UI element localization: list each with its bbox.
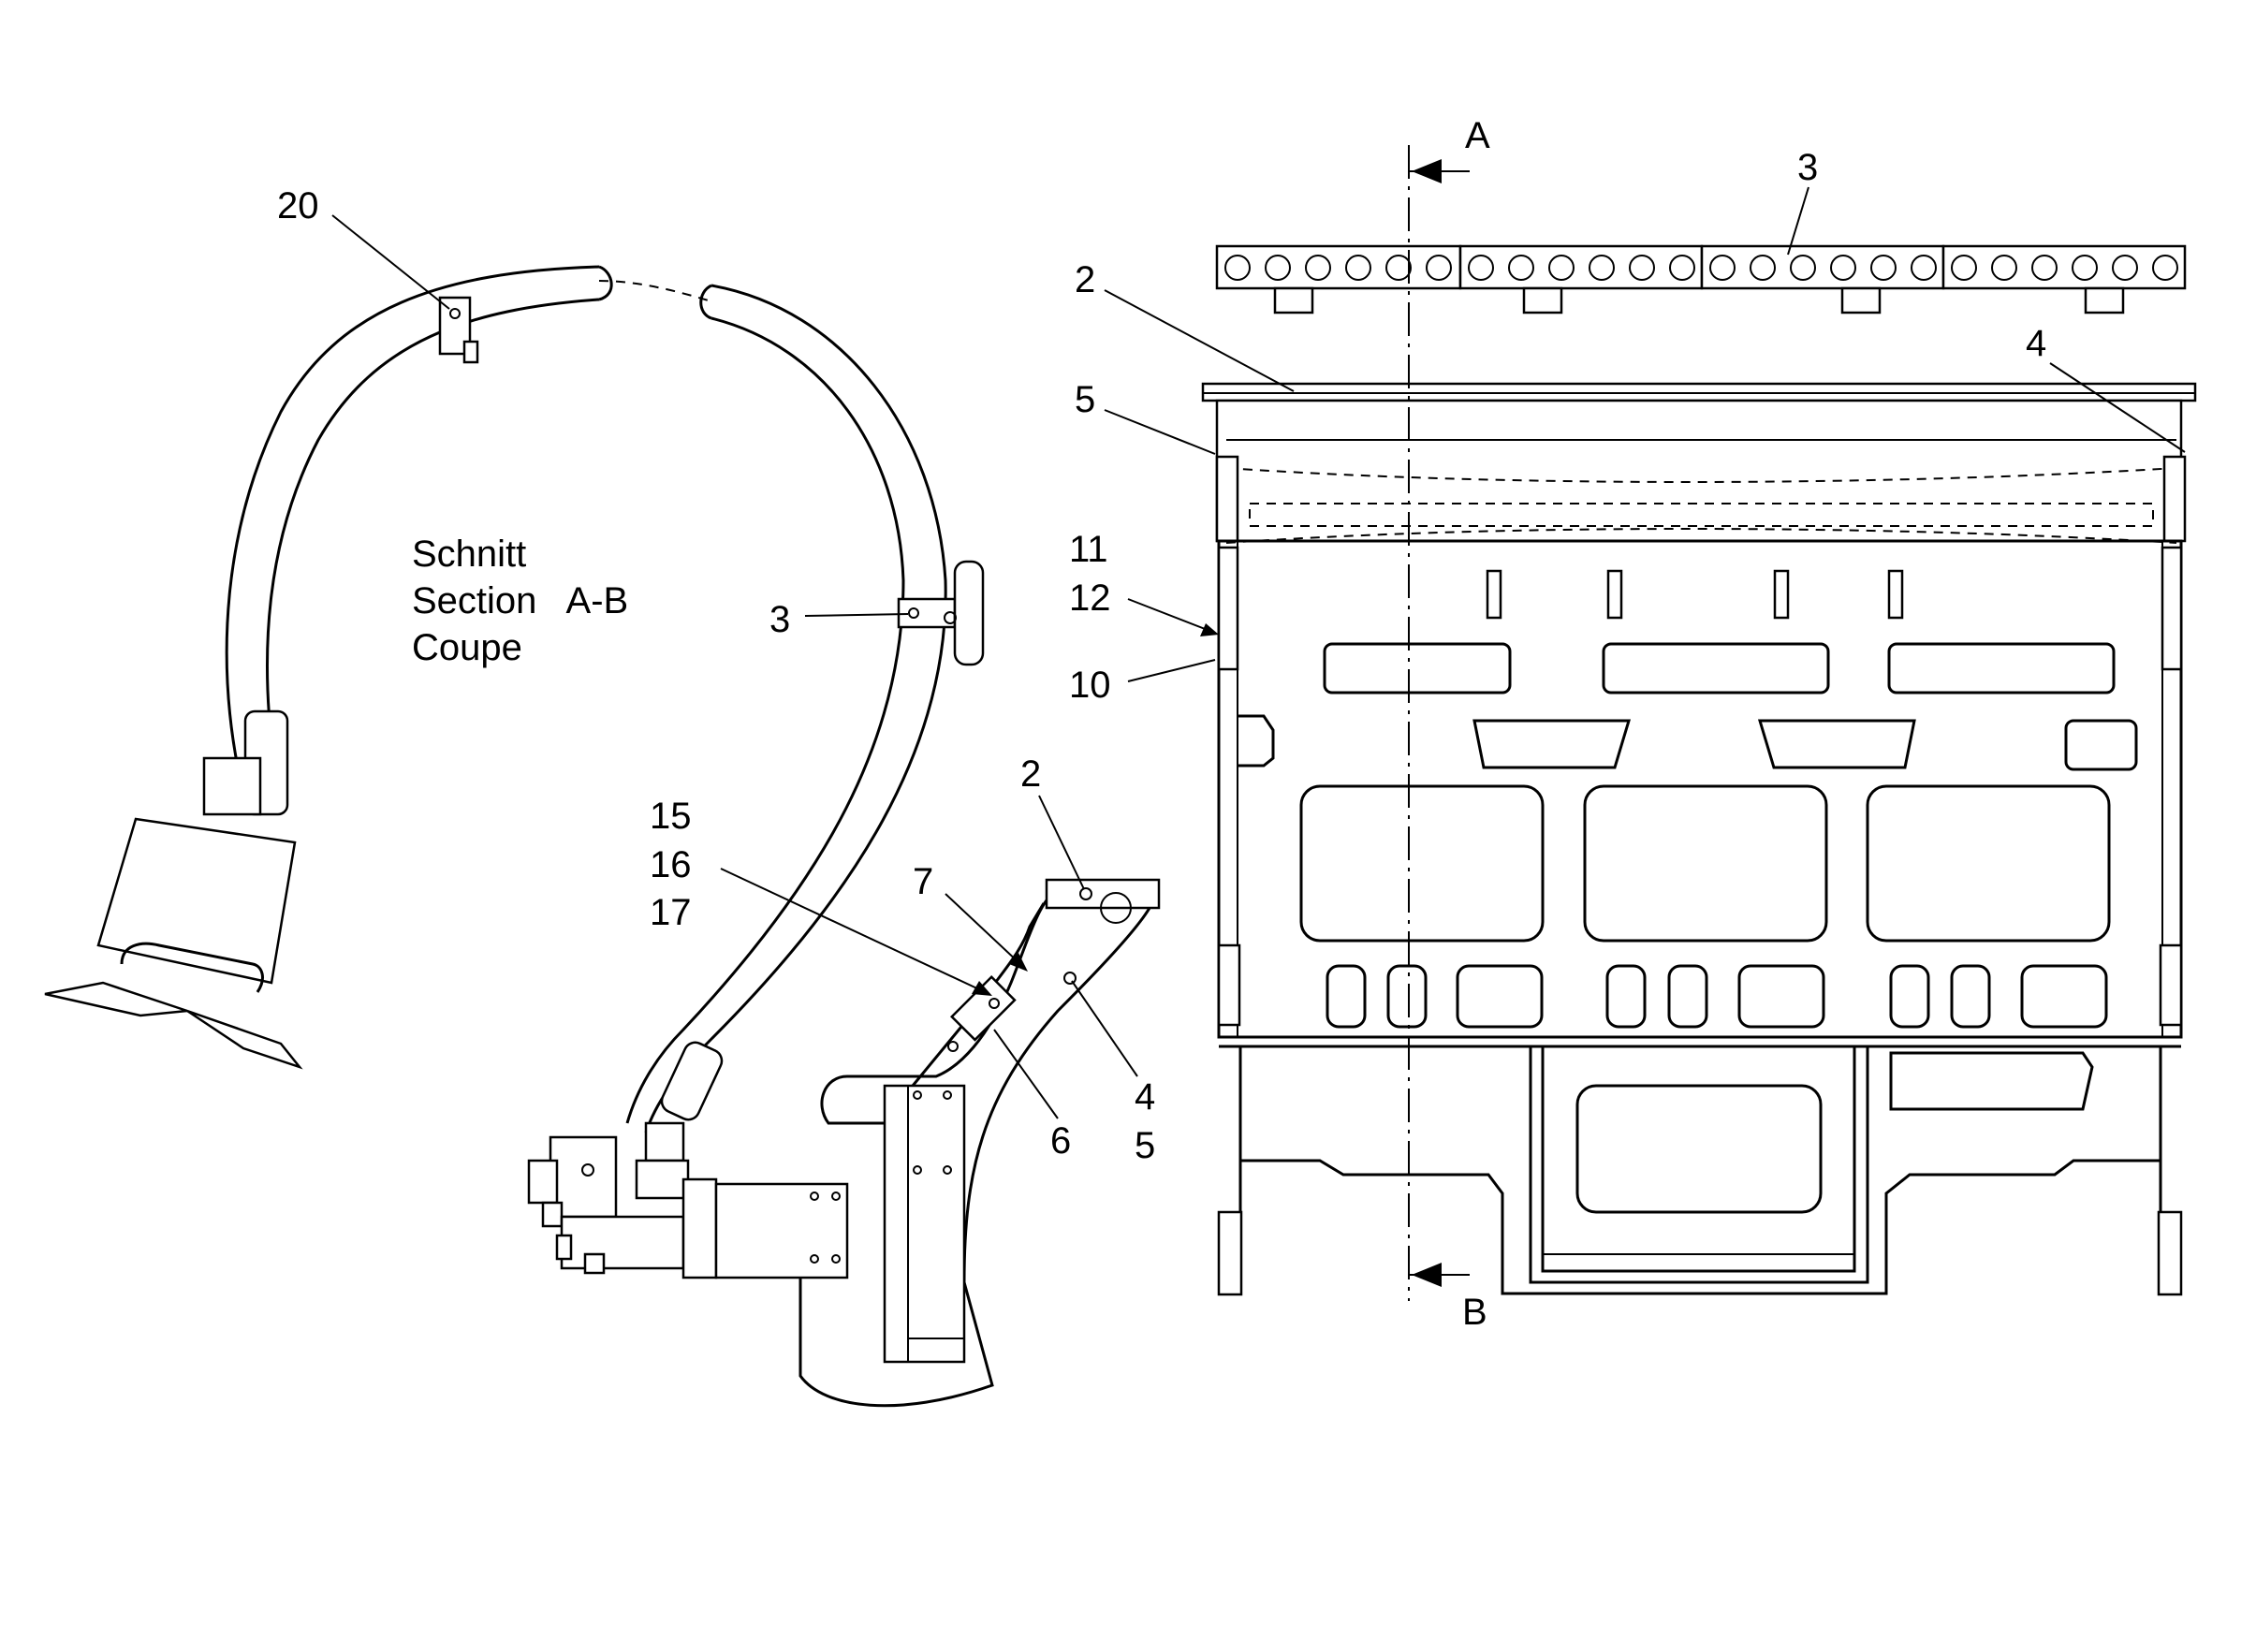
- nozzle: [1468, 255, 1494, 281]
- nozzle: [1345, 255, 1371, 281]
- section-mark-b: B: [1462, 1292, 1487, 1333]
- hose-lower-connector: [635, 1041, 724, 1200]
- callout-5-right: 5: [1075, 379, 1095, 420]
- callout-6: 6: [1050, 1120, 1071, 1162]
- nozzle: [1991, 255, 2017, 281]
- hose-clamp-3: [897, 560, 985, 666]
- nozzle: [1669, 255, 1695, 281]
- support-frame: [798, 878, 1161, 1408]
- callout-3-left: 3: [769, 599, 790, 640]
- section-caption-coupe: Coupe: [412, 627, 522, 668]
- callout-7: 7: [913, 861, 933, 902]
- front-view: A B 3 2 4 5 11 12 10: [1069, 115, 2197, 1333]
- nozzle: [1830, 255, 1856, 281]
- nozzle: [1305, 255, 1331, 281]
- callout-2-left: 2: [1020, 753, 1041, 795]
- callout-16: 16: [650, 844, 692, 885]
- nozzle: [2031, 255, 2058, 281]
- callout-4-left: 4: [1135, 1076, 1155, 1118]
- callout-17: 17: [650, 892, 692, 933]
- nozzle: [2112, 255, 2138, 281]
- nozzle: [1911, 255, 1937, 281]
- callout-12: 12: [1069, 577, 1111, 619]
- nozzle: [1548, 255, 1575, 281]
- section-caption-schnitt: Schnitt: [412, 534, 526, 575]
- nozzle: [2152, 255, 2178, 281]
- callout-5-left: 5: [1135, 1125, 1155, 1166]
- nozzle: [1709, 255, 1736, 281]
- nozzle-bar: [1215, 244, 2187, 314]
- nozzle: [1951, 255, 1977, 281]
- nozzle: [1750, 255, 1776, 281]
- callout-11: 11: [1069, 529, 1108, 570]
- nozzle-assembly: [44, 709, 303, 1070]
- nozzle: [1508, 255, 1534, 281]
- section-view: Schnitt Section A-B Coupe 20 3 15 16 17 …: [44, 185, 1161, 1408]
- main-frame: [1217, 539, 2183, 1296]
- callout-20: 20: [277, 185, 319, 227]
- nozzle: [1224, 255, 1251, 281]
- section-caption-section: Section A-B: [412, 580, 628, 621]
- callout-3-right: 3: [1797, 147, 1818, 188]
- nozzle: [1870, 255, 1897, 281]
- callout-4-right: 4: [2026, 323, 2046, 364]
- nozzle: [1589, 255, 1615, 281]
- callout-15: 15: [650, 796, 692, 837]
- hose-clamp-20: [438, 296, 479, 364]
- nozzle: [2072, 255, 2098, 281]
- section-mark-a: A: [1465, 115, 1490, 156]
- callout-2-right: 2: [1075, 259, 1095, 300]
- nozzle: [1629, 255, 1655, 281]
- top-rail: [1201, 382, 2197, 544]
- nozzle: [1426, 255, 1452, 281]
- hose: [225, 265, 947, 1133]
- valve-block: [527, 1135, 849, 1279]
- nozzle: [1385, 255, 1412, 281]
- nozzle: [1790, 255, 1816, 281]
- callout-10: 10: [1069, 665, 1111, 706]
- nozzle: [1265, 255, 1291, 281]
- section-line-a-b: A B: [1408, 115, 1490, 1333]
